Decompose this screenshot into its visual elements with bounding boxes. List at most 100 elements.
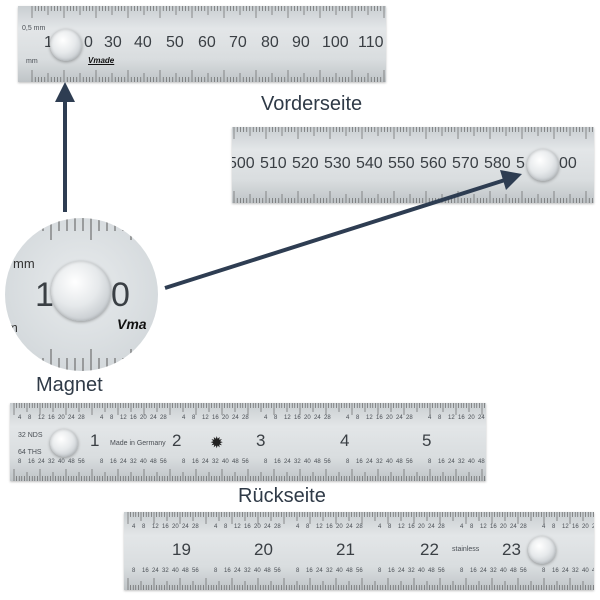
back-end-sub-number-top: 8	[142, 524, 146, 530]
back-start-sub-number-top: 4	[346, 415, 350, 421]
back-start-sub-number-bottom: 24	[202, 459, 209, 465]
back-end-sub-number-bottom: 8	[378, 568, 382, 574]
back-start-sub-number-top: 12	[284, 415, 291, 421]
back-start-sub-number-bottom: 24	[448, 459, 455, 465]
back-end-number: 22	[420, 540, 439, 559]
back-start-sub-number-top: 16	[294, 415, 301, 421]
front-end-number: 510	[260, 155, 287, 172]
back-start-sub-number-bottom: 16	[192, 459, 199, 465]
made-in-germany-label: Made in Germany	[110, 440, 166, 447]
back-start-sub-number-top: 8	[192, 415, 196, 421]
back-start-sub-number-top: 28	[406, 415, 413, 421]
ruler-back-end-ticks	[127, 512, 594, 590]
back-end-sub-number-bottom: 40	[500, 568, 507, 574]
back-end-sub-number-bottom: 32	[408, 568, 415, 574]
back-end-sub-number-bottom: 8	[542, 568, 546, 574]
zoom-unit-label: mm	[13, 256, 35, 271]
front-start-number: 60	[198, 34, 216, 51]
back-end-sub-number-top: 24	[264, 524, 271, 530]
back-start-sub-number-top: 28	[242, 415, 249, 421]
front-end-number: 00	[559, 155, 577, 172]
back-end-sub-number-top: 4	[460, 524, 464, 530]
back-start-sub-number-top: 12	[38, 415, 45, 421]
back-start-sub-number-bottom: 32	[458, 459, 465, 465]
back-end-sub-number-top: 20	[418, 524, 425, 530]
back-end-sub-number-bottom: 16	[306, 568, 313, 574]
back-start-sub-number-top: 16	[48, 415, 55, 421]
back-start-sub-number-top: 8	[356, 415, 360, 421]
back-start-sub-number-top: 4	[18, 415, 22, 421]
front-end-number: 550	[388, 155, 415, 172]
back-end-number: 23	[502, 540, 521, 559]
back-end-sub-number-bottom: 32	[326, 568, 333, 574]
back-start-sub-number-bottom: 8	[346, 459, 350, 465]
back-end-sub-number-top: 20	[254, 524, 261, 530]
back-end-sub-number-bottom: 8	[296, 568, 300, 574]
back-end-sub-number-bottom: 24	[234, 568, 241, 574]
back-end-sub-number-top: 28	[192, 524, 199, 530]
magnet-front-start	[50, 29, 82, 61]
back-start-sub-number-top: 8	[28, 415, 32, 421]
back-start-sub-number-top: 24	[150, 415, 157, 421]
back-start-sub-number-bottom: 48	[396, 459, 403, 465]
back-end-sub-number-top: 28	[356, 524, 363, 530]
front-end-number: 540	[356, 155, 383, 172]
back-end-sub-number-top: 16	[408, 524, 415, 530]
back-start-sub-number-top: 16	[458, 415, 465, 421]
back-start-sub-number-bottom: 24	[120, 459, 127, 465]
back-end-sub-number-top: 8	[224, 524, 228, 530]
back-start-sub-number-bottom: 40	[140, 459, 147, 465]
back-end-sub-number-top: 24	[510, 524, 517, 530]
back-start-sub-number-bottom: 32	[48, 459, 55, 465]
front-end-number: 520	[292, 155, 319, 172]
back-end-sub-number-top: 4	[214, 524, 218, 530]
front-end-number: 570	[452, 155, 479, 172]
back-start-sub-number-bottom: 40	[468, 459, 475, 465]
unit-mm-label: mm	[26, 58, 38, 65]
back-end-sub-number-top: 28	[438, 524, 445, 530]
back-start-sub-number-top: 20	[468, 415, 475, 421]
front-start-number: 0	[84, 34, 93, 51]
caption-front: Vorderseite	[261, 93, 363, 115]
back-end-sub-number-bottom: 48	[264, 568, 271, 574]
back-start-sub-number-top: 28	[160, 415, 167, 421]
back-end-sub-number-bottom: 8	[132, 568, 136, 574]
back-end-sub-number-top: 4	[296, 524, 300, 530]
front-start-number: 30	[104, 34, 122, 51]
back-start-sub-number-bottom: 40	[58, 459, 65, 465]
back-start-sub-number-bottom: 16	[356, 459, 363, 465]
back-end-sub-number-bottom: 16	[224, 568, 231, 574]
back-start-sub-number-top: 20	[58, 415, 65, 421]
back-start-sub-number-bottom: 48	[68, 459, 75, 465]
label-64-ths: 64 THS	[18, 449, 42, 456]
back-end-sub-number-top: 28	[274, 524, 281, 530]
back-end-sub-number-top: 24	[592, 524, 594, 530]
back-start-sub-number-bottom: 8	[18, 459, 22, 465]
back-end-sub-number-bottom: 40	[254, 568, 261, 574]
back-start-sub-number-top: 28	[78, 415, 85, 421]
front-start-number: 100	[322, 34, 349, 51]
back-start-sub-number-bottom: 48	[314, 459, 321, 465]
back-end-sub-number-bottom: 40	[582, 568, 589, 574]
back-end-sub-number-bottom: 48	[182, 568, 189, 574]
front-end-number: 5	[516, 155, 525, 172]
back-start-sub-number-bottom: 32	[212, 459, 219, 465]
back-start-sub-number-bottom: 24	[38, 459, 45, 465]
zoom-magnet	[51, 261, 111, 321]
front-end-number: 560	[420, 155, 447, 172]
back-start-sub-number-top: 20	[386, 415, 393, 421]
back-start-sub-number-bottom: 16	[110, 459, 117, 465]
unit-half-mm-label: 0,5 mm	[22, 25, 46, 32]
back-start-sub-number-top: 24	[232, 415, 239, 421]
back-end-sub-number-bottom: 48	[346, 568, 353, 574]
back-start-sub-number-top: 8	[438, 415, 442, 421]
zoom-digit-right: 0	[111, 276, 130, 314]
back-end-sub-number-bottom: 56	[520, 568, 527, 574]
back-start-number: 4	[340, 431, 350, 450]
back-end-sub-number-top: 12	[480, 524, 487, 530]
back-end-sub-number-top: 8	[470, 524, 474, 530]
back-start-sub-number-bottom: 32	[130, 459, 137, 465]
back-start-number: 1	[90, 431, 100, 450]
